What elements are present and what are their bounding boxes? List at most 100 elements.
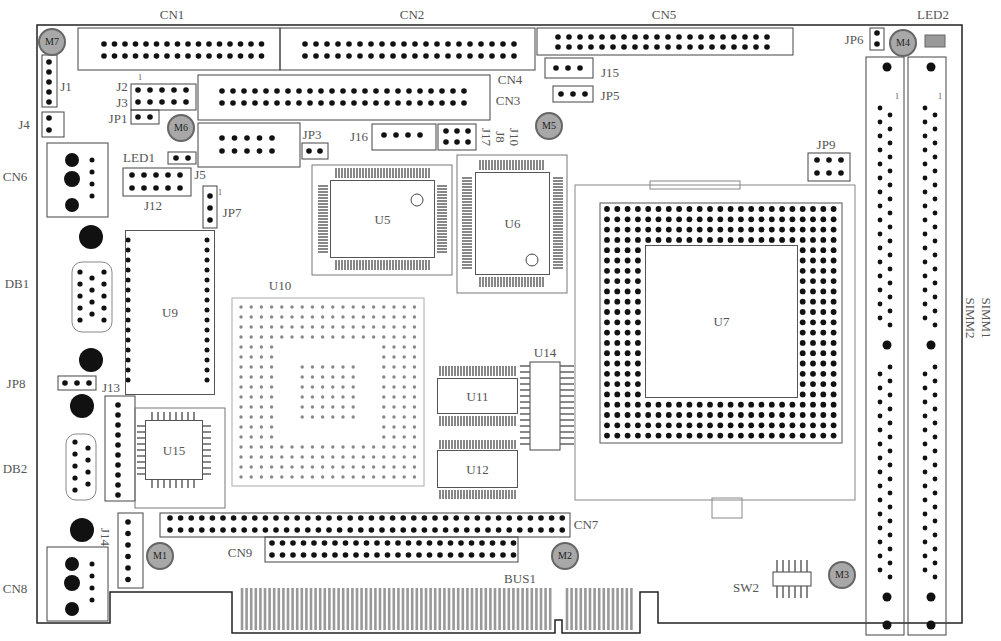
pin [428,88,434,94]
lead [512,588,515,630]
pin [496,527,502,533]
ball [250,475,253,478]
pin [656,433,662,439]
pin [800,206,806,212]
ball [352,325,355,328]
pin [448,540,454,546]
lead [593,588,596,630]
pin [779,433,785,439]
ball [413,345,416,348]
lead [560,443,574,444]
ball [392,465,395,468]
lead [508,440,509,449]
pin [800,433,806,439]
lead [512,160,513,170]
ball [341,365,344,368]
lead [335,260,336,270]
lead [560,383,574,384]
part-name: CN6 [3,170,28,183]
pin [570,91,576,97]
ball [301,475,304,478]
lead [359,260,360,270]
pin [759,402,765,408]
lead [437,218,447,219]
lead [526,588,529,630]
pin [707,206,713,212]
lead [462,210,472,211]
pin [46,59,52,65]
ball [362,465,365,468]
pin [698,34,704,40]
ball [352,395,355,398]
part-name: DB1 [5,277,30,290]
pin [790,206,796,212]
pin [738,402,744,408]
pin [450,88,456,94]
socket-hole [927,593,936,602]
part-outline [773,572,811,586]
lead [487,416,488,426]
pin [923,414,928,419]
pin [614,402,620,408]
pin [210,527,216,533]
lead [493,366,494,376]
lead [484,416,485,426]
pin [469,552,475,558]
pin [820,340,826,346]
lead [282,588,285,630]
pin [241,527,247,533]
lead [514,366,515,376]
lead [530,588,533,630]
lead [553,201,563,202]
pin [728,402,734,408]
ball [382,465,385,468]
lead [487,366,488,376]
pin [810,361,816,367]
ball [239,305,242,308]
pin [159,99,165,105]
pin [645,216,651,222]
ball [280,315,283,318]
lead [318,233,328,234]
pin [324,41,330,47]
lead [245,588,248,630]
lead [553,222,563,223]
lead [318,251,328,252]
pin [458,552,464,558]
lead [472,416,473,426]
pin-number: 1 [138,74,142,82]
pin [748,402,754,408]
lead [445,490,446,499]
lead [445,440,446,449]
pin [115,482,121,488]
part-name: CN7 [574,518,599,531]
lead [478,440,479,449]
pin [709,34,715,40]
ball [392,365,395,368]
lead [499,366,500,376]
pin [549,515,555,521]
pin [614,278,620,284]
pin [85,457,90,462]
pin [820,227,826,233]
pin [453,527,459,533]
pin [810,350,816,356]
pin [820,289,826,295]
pin [274,100,280,106]
ball [341,405,344,408]
pin [257,148,263,154]
pin [46,99,52,105]
pin [604,350,610,356]
ball [392,425,395,428]
part-label: U12 [466,463,488,476]
lead [411,588,414,630]
pin [800,247,806,253]
ball [382,365,385,368]
ball [321,305,324,308]
lead [437,224,447,225]
pin [428,100,434,106]
pin [90,562,95,567]
lead [509,277,510,287]
pin [453,515,459,521]
lead [493,440,494,449]
